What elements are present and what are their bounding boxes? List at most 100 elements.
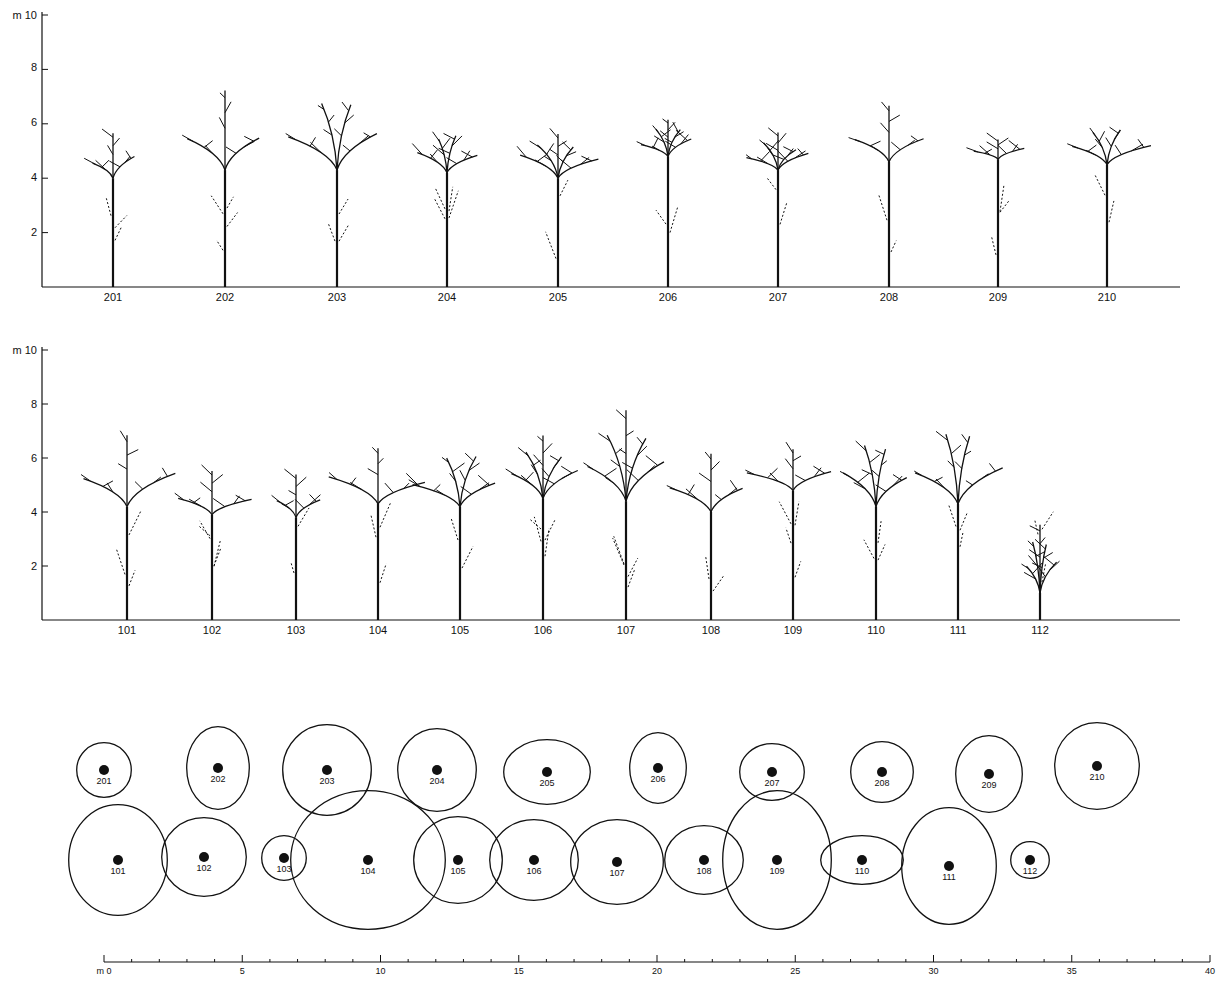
- scale-tick: [297, 959, 298, 962]
- axis-tick: [42, 15, 48, 16]
- tree-profile: [1021, 512, 1059, 620]
- tree-number: 208: [873, 778, 890, 788]
- scale-tick: [878, 959, 879, 962]
- tree-profile: [412, 132, 477, 287]
- axis-label: m 10: [12, 9, 38, 21]
- crown-outline: [290, 790, 446, 930]
- stem-dot: [213, 763, 223, 773]
- axis-tick: [42, 404, 48, 405]
- scale-tick: [1016, 959, 1017, 962]
- stem-dot: [542, 767, 552, 777]
- tree-number: 202: [215, 291, 235, 303]
- crown-outline: [489, 819, 579, 901]
- crown-outline: [397, 728, 477, 812]
- tree-number: 210: [1097, 291, 1117, 303]
- crown-outline: [955, 735, 1023, 813]
- scale-tick: [767, 959, 768, 962]
- scale-tick: [1044, 959, 1045, 962]
- scale-label: 5: [239, 966, 246, 976]
- stem-dot: [453, 855, 463, 865]
- axis-tick: [42, 566, 48, 567]
- crown-outline: [664, 825, 744, 895]
- crown-projection: 205: [503, 739, 591, 805]
- stem-dot: [1025, 855, 1035, 865]
- axis-label: 6: [30, 116, 38, 128]
- tree-profile: [182, 90, 259, 287]
- axis-tick: [42, 123, 48, 124]
- tree-number: 107: [616, 624, 636, 636]
- tree-number: 108: [695, 866, 712, 876]
- crown-outline: [186, 726, 250, 810]
- crown-projection: 202: [186, 726, 250, 810]
- tree-profile: [849, 102, 924, 287]
- tree-number: 105: [449, 866, 466, 876]
- scale-tick: [1071, 955, 1072, 962]
- scale-tick: [933, 955, 934, 962]
- tree-number: 201: [103, 291, 123, 303]
- crown-projection: 209: [955, 735, 1023, 813]
- tree-profile: [637, 119, 692, 287]
- axis-label: 8: [30, 398, 38, 410]
- stem-dot: [653, 763, 663, 773]
- scale-tick: [822, 959, 823, 962]
- scale-tick: [988, 959, 989, 962]
- tree-profile: [914, 431, 1002, 620]
- tree-number: 112: [1022, 866, 1038, 876]
- tree-number: 109: [768, 866, 785, 876]
- crown-outline: [161, 817, 247, 897]
- tree-number: 102: [195, 863, 212, 873]
- tree-profile: [966, 133, 1024, 287]
- stem-dot: [99, 765, 109, 775]
- scale-tick: [435, 959, 436, 962]
- crown-projection: 111: [901, 807, 997, 925]
- scale-label: 15: [513, 966, 525, 976]
- tree-number: 207: [768, 291, 788, 303]
- scale-tick: [1154, 959, 1155, 962]
- tree-number: 102: [202, 624, 222, 636]
- scale-label: 25: [789, 966, 801, 976]
- crown-outline: [629, 732, 687, 804]
- tree-number: 112: [1030, 624, 1050, 636]
- axis-label: 4: [30, 171, 38, 183]
- tree-profile: [583, 410, 663, 620]
- tree-number: 201: [95, 776, 112, 786]
- stem-dot: [529, 855, 539, 865]
- crown-outline: [76, 742, 132, 798]
- tree-number: 210: [1088, 772, 1105, 782]
- stem-dot: [612, 857, 622, 867]
- axis-tick: [42, 350, 48, 351]
- crown-projection: 110: [820, 835, 904, 885]
- crown-outline: [739, 743, 805, 801]
- scale-tick: [905, 959, 906, 962]
- scale-tick: [159, 959, 160, 962]
- axis-label: 2: [30, 560, 38, 572]
- scale-tick: [574, 959, 575, 962]
- tree-number: 101: [117, 624, 137, 636]
- scale-label: 35: [1066, 966, 1078, 976]
- tree-number: 110: [866, 624, 886, 636]
- stem-dot: [857, 855, 867, 865]
- axis-label: 2: [30, 226, 38, 238]
- crown-outline: [570, 819, 664, 905]
- axis-label: 4: [30, 506, 38, 518]
- tree-number: 207: [763, 778, 780, 788]
- stem-dot: [363, 855, 373, 865]
- crown-projection: 201: [76, 742, 132, 798]
- crown-outline: [282, 724, 372, 816]
- crown-projection: 112: [1010, 841, 1050, 879]
- tree-number: 104: [359, 866, 376, 876]
- scale-tick: [795, 955, 796, 962]
- stem-dot: [984, 769, 994, 779]
- stem-dot: [322, 765, 332, 775]
- crown-projection: 107: [570, 819, 664, 905]
- scale-tick: [408, 959, 409, 962]
- tree-number: 204: [437, 291, 457, 303]
- scale-tick: [242, 955, 243, 962]
- axis-label: m 10: [12, 344, 38, 356]
- scale-tick: [739, 959, 740, 962]
- tree-number: 203: [318, 776, 335, 786]
- tree-number: 208: [879, 291, 899, 303]
- tree-profile: [84, 129, 134, 287]
- crown-outline: [1054, 722, 1140, 810]
